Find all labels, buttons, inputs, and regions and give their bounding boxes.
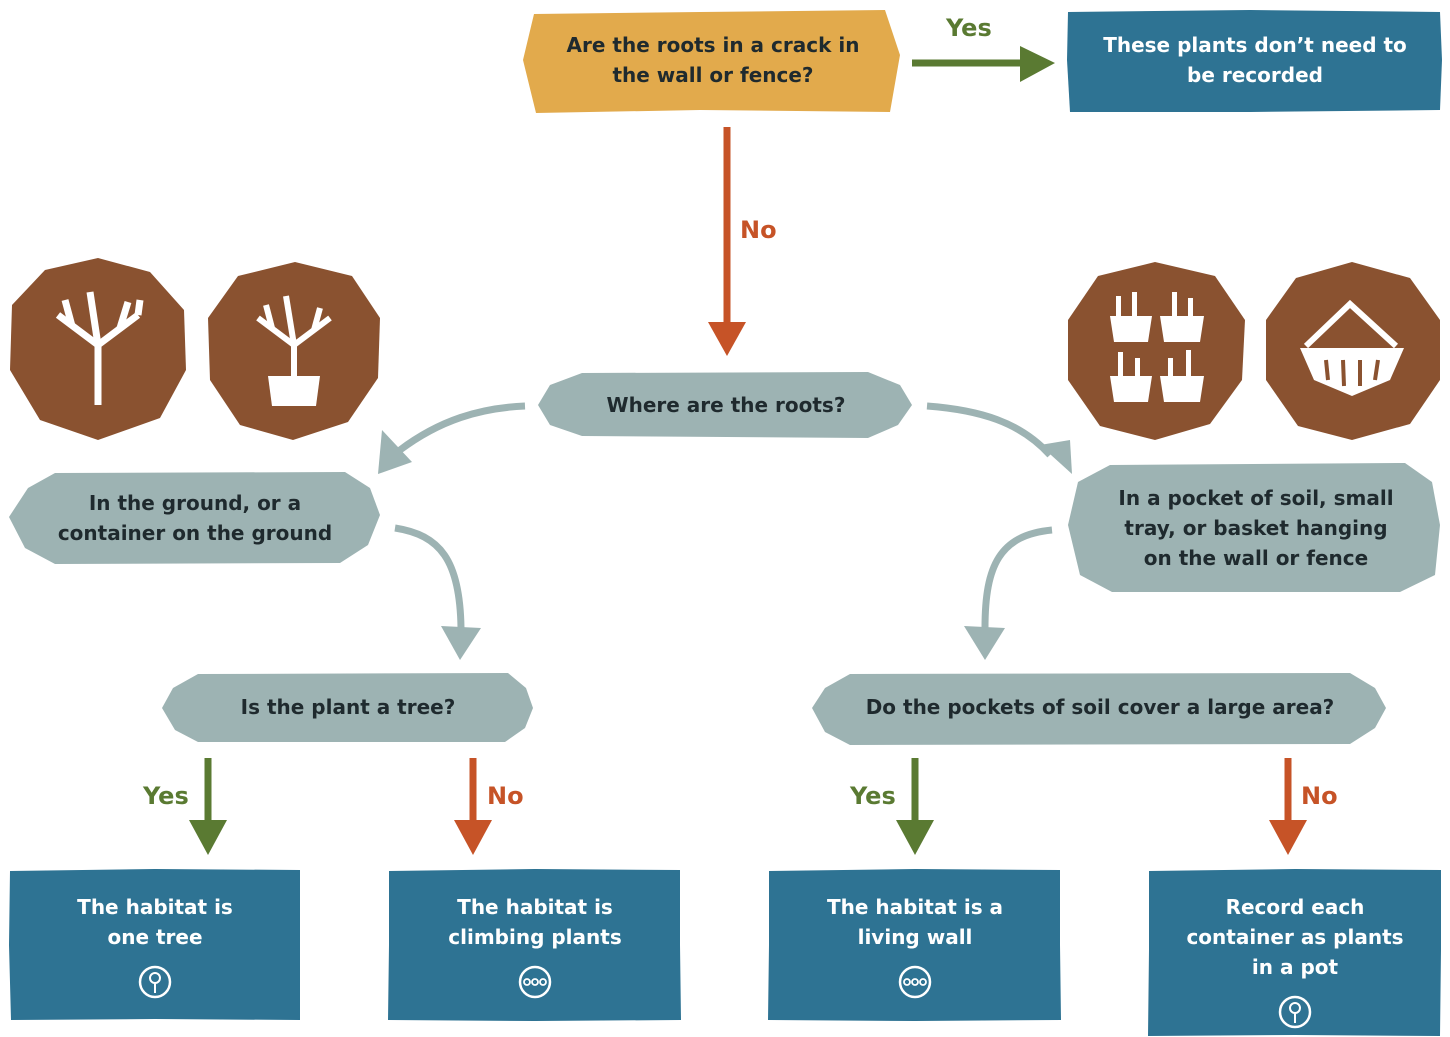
branch-arrow-ground-to-tree — [394, 524, 481, 660]
hanging-basket-icon — [1266, 262, 1440, 440]
one-tree-result-text: The habitat is one tree — [77, 895, 233, 949]
ground-answer-shape — [9, 472, 380, 564]
no-arrow-area — [1269, 758, 1307, 855]
tree-question-shape — [162, 673, 533, 742]
no-label-tree: No — [487, 782, 524, 810]
yes-label-tree: Yes — [143, 782, 189, 810]
potted-tree-icon — [208, 262, 380, 440]
large-area-question-shape — [812, 673, 1386, 745]
pocket-answer-text: In a pocket of soil, small tray, or bask… — [1118, 486, 1394, 570]
result-not-recorded-shape — [1067, 10, 1442, 112]
start-question-text: Are the roots in a crack in the wall or … — [566, 33, 860, 87]
start-question-shape — [523, 10, 900, 113]
climbing-result-text: The habitat is climbing plants — [448, 895, 622, 949]
point-marker-icon — [1278, 995, 1312, 1029]
point-marker-icon — [138, 965, 172, 999]
yes-arrow-top — [912, 46, 1055, 82]
no-arrow-tree — [454, 758, 492, 855]
result-one-tree-shape — [9, 869, 300, 1020]
where-roots-question-text: Where are the roots? — [606, 393, 846, 417]
result-living-wall-shape — [768, 869, 1061, 1021]
bare-tree-icon — [10, 258, 186, 440]
line-marker-icon — [898, 965, 932, 999]
no-label-area: No — [1301, 782, 1338, 810]
branch-arrow-right — [926, 402, 1072, 474]
line-marker-icon — [518, 965, 552, 999]
plant-trays-icon — [1068, 262, 1245, 440]
yes-arrow-area — [896, 758, 934, 855]
yes-label-area: Yes — [850, 782, 896, 810]
living-wall-result-text: The habitat is a living wall — [826, 895, 1004, 949]
large-area-question-text: Do the pockets of soil cover a large are… — [865, 695, 1335, 719]
pocket-answer-shape — [1068, 463, 1440, 592]
plants-pot-result-text: Record each container as plants in a pot — [1186, 895, 1404, 979]
no-label-top: No — [740, 216, 777, 244]
not-recorded-result-text: These plants don’t need to be recorded — [1103, 33, 1407, 87]
result-climbing-shape — [388, 869, 681, 1021]
tree-question-text: Is the plant a tree? — [240, 695, 456, 719]
result-plants-pot-shape — [1148, 869, 1441, 1036]
branch-arrow-left — [378, 402, 526, 474]
branch-arrow-pocket-to-area — [964, 526, 1053, 660]
where-roots-shape — [538, 372, 912, 438]
yes-label-top: Yes — [946, 14, 992, 42]
yes-arrow-tree — [189, 758, 227, 855]
ground-answer-text: In the ground, or a container on the gro… — [57, 491, 333, 545]
no-arrow-top — [708, 127, 746, 356]
